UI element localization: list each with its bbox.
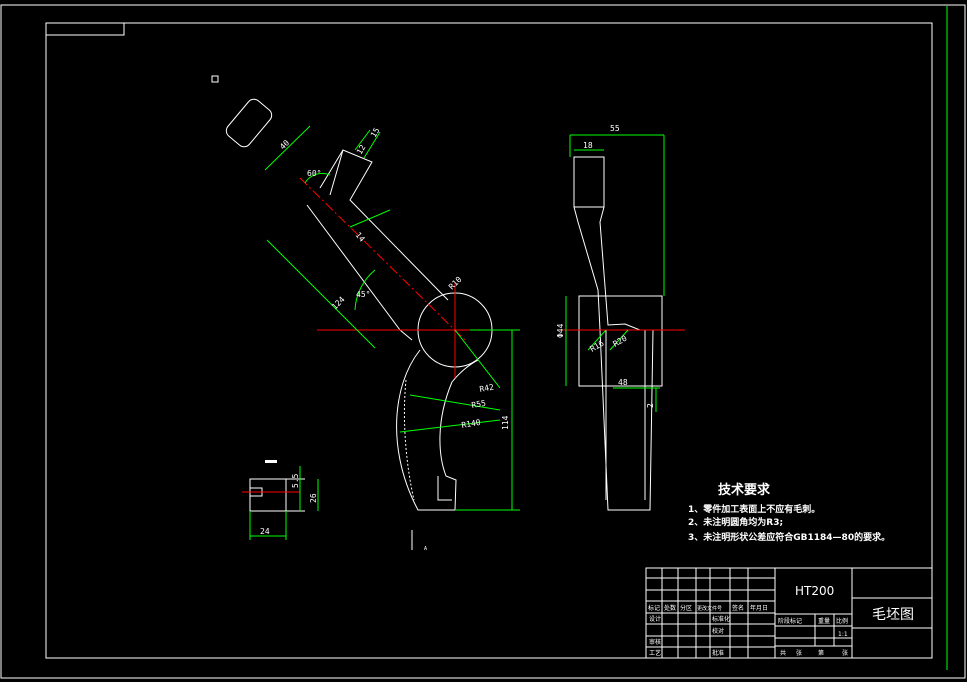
tb-standard: 标准化 [712,615,730,623]
tech-item-2: 2、未注明圆角均为R3; [688,516,783,528]
tb-header-2: 处数 [664,604,676,612]
tb-header-1: 标记 [648,604,660,612]
material-label: HT200 [795,584,834,598]
tb-check: 校对 [712,627,724,635]
section-view [249,478,413,550]
dim-r16: R16 [589,339,606,354]
tb-sheet-unit-2: 张 [842,649,848,657]
sheet-border [0,4,966,679]
dim-60deg: 60° [307,169,321,178]
tb-sheet-unit-1: 张 [796,649,802,657]
dim-phi44: Φ44 [556,323,565,338]
front-dim-labels: 40 60° 15 12 14 45° 124 R10 R42 R55 R140… [278,126,510,430]
dim-r10: R10 [447,275,464,292]
dim-55: 55 [610,124,620,133]
arm-outline-top [319,149,449,301]
tb-scale-value: 1:1 [838,631,848,638]
ucs-marker [211,75,219,83]
front-dimensions [264,125,520,511]
section-dimensions [249,466,319,540]
dim-48: 48 [618,378,628,387]
tb-sheet-no: 第 [818,649,824,657]
dim-18: 18 [583,141,593,150]
dim-26: 26 [309,493,318,503]
dim-5-5: 5.5 [291,473,300,488]
dim-15: 15 [369,126,382,139]
tb-header-3: 分区 [680,604,692,612]
tech-item-3: 3、未注明形状公差应符合GB1184—80的要求。 [688,531,890,543]
dim-124: 124 [330,295,347,312]
title-block-text: HT200 毛坯图 标记 处数 分区 更改文件号 签名 年月日 设计 标准化 校… [648,584,914,657]
tb-header-6: 年月日 [750,604,768,612]
title-block [645,567,933,659]
dim-40: 40 [278,138,291,151]
side-dimensions [565,134,665,412]
dim-45deg: 45° [356,290,370,299]
dim-r55: R55 [471,399,487,410]
dim-114: 114 [501,415,510,430]
section-dim-labels: 5.5 26 24 A [260,473,427,552]
tb-review: 审核 [649,638,661,646]
tb-scale-label: 比例 [836,617,848,625]
tb-header-5: 签名 [732,604,744,612]
dim-24: 24 [260,527,270,536]
dim-12: 12 [355,143,368,156]
tb-weight: 重量 [818,617,830,625]
slot-detail [225,98,273,148]
tb-design: 设计 [649,615,661,623]
tb-process: 工艺 [649,649,661,657]
tb-stage: 阶段标记 [778,617,802,625]
body-outline [396,349,479,511]
dim-r140: R140 [461,418,482,430]
tb-sheet-total: 共 [780,649,786,657]
drawing-title: 毛坯图 [872,607,914,623]
tech-item-1: 1、零件加工表面上不应有毛刺。 [688,503,820,515]
section-tag [265,460,277,463]
side-view [573,156,663,511]
dim-r42: R42 [479,383,495,394]
tech-requirements: 技术要求 1、零件加工表面上不应有毛刺。 2、未注明圆角均为R3; 3、未注明形… [688,482,890,543]
tech-title: 技术要求 [718,482,771,498]
dim-2: 2 [646,403,655,408]
drawing-frame [45,22,933,659]
view-label-a: A [424,546,427,552]
tb-approve: 批准 [712,649,724,657]
tb-header-4: 更改文件号 [697,605,722,612]
dim-r20: R20 [612,334,629,349]
front-view [225,98,493,511]
code-box [45,22,125,36]
